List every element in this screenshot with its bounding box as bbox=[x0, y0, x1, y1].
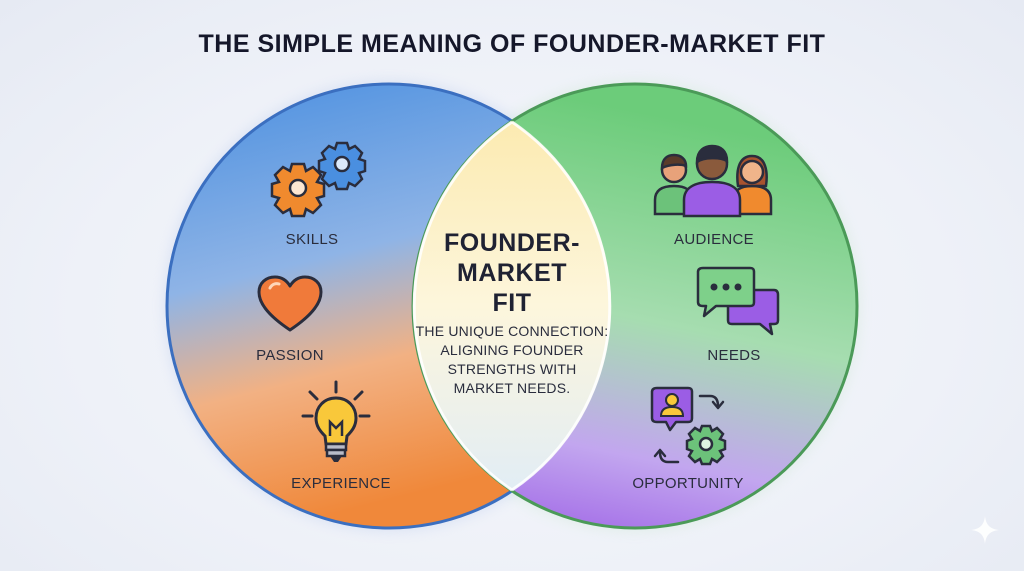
label-audience: AUDIENCE bbox=[674, 231, 754, 248]
label-opportunity: OPPORTUNITY bbox=[632, 475, 744, 492]
label-passion: PASSION bbox=[256, 347, 324, 364]
intersection-lens bbox=[413, 84, 611, 528]
opportunity-icon bbox=[650, 386, 727, 466]
sparkle-icon bbox=[971, 516, 999, 544]
lightbulb-icon bbox=[301, 380, 371, 462]
chat-bubbles-icon bbox=[696, 266, 780, 336]
people-icon bbox=[653, 144, 773, 218]
page-title: THE SIMPLE MEANING OF FOUNDER-MARKET FIT bbox=[198, 30, 826, 58]
heart-icon bbox=[257, 275, 323, 332]
label-skills: SKILLS bbox=[285, 231, 339, 248]
label-experience: EXPERIENCE bbox=[291, 475, 391, 492]
gears-icon bbox=[270, 141, 367, 218]
label-needs: NEEDS bbox=[707, 347, 761, 364]
center-title: FOUNDER- MARKET FIT bbox=[444, 229, 580, 317]
center-description: THE UNIQUE CONNECTION: ALIGNING FOUNDER … bbox=[415, 323, 609, 396]
